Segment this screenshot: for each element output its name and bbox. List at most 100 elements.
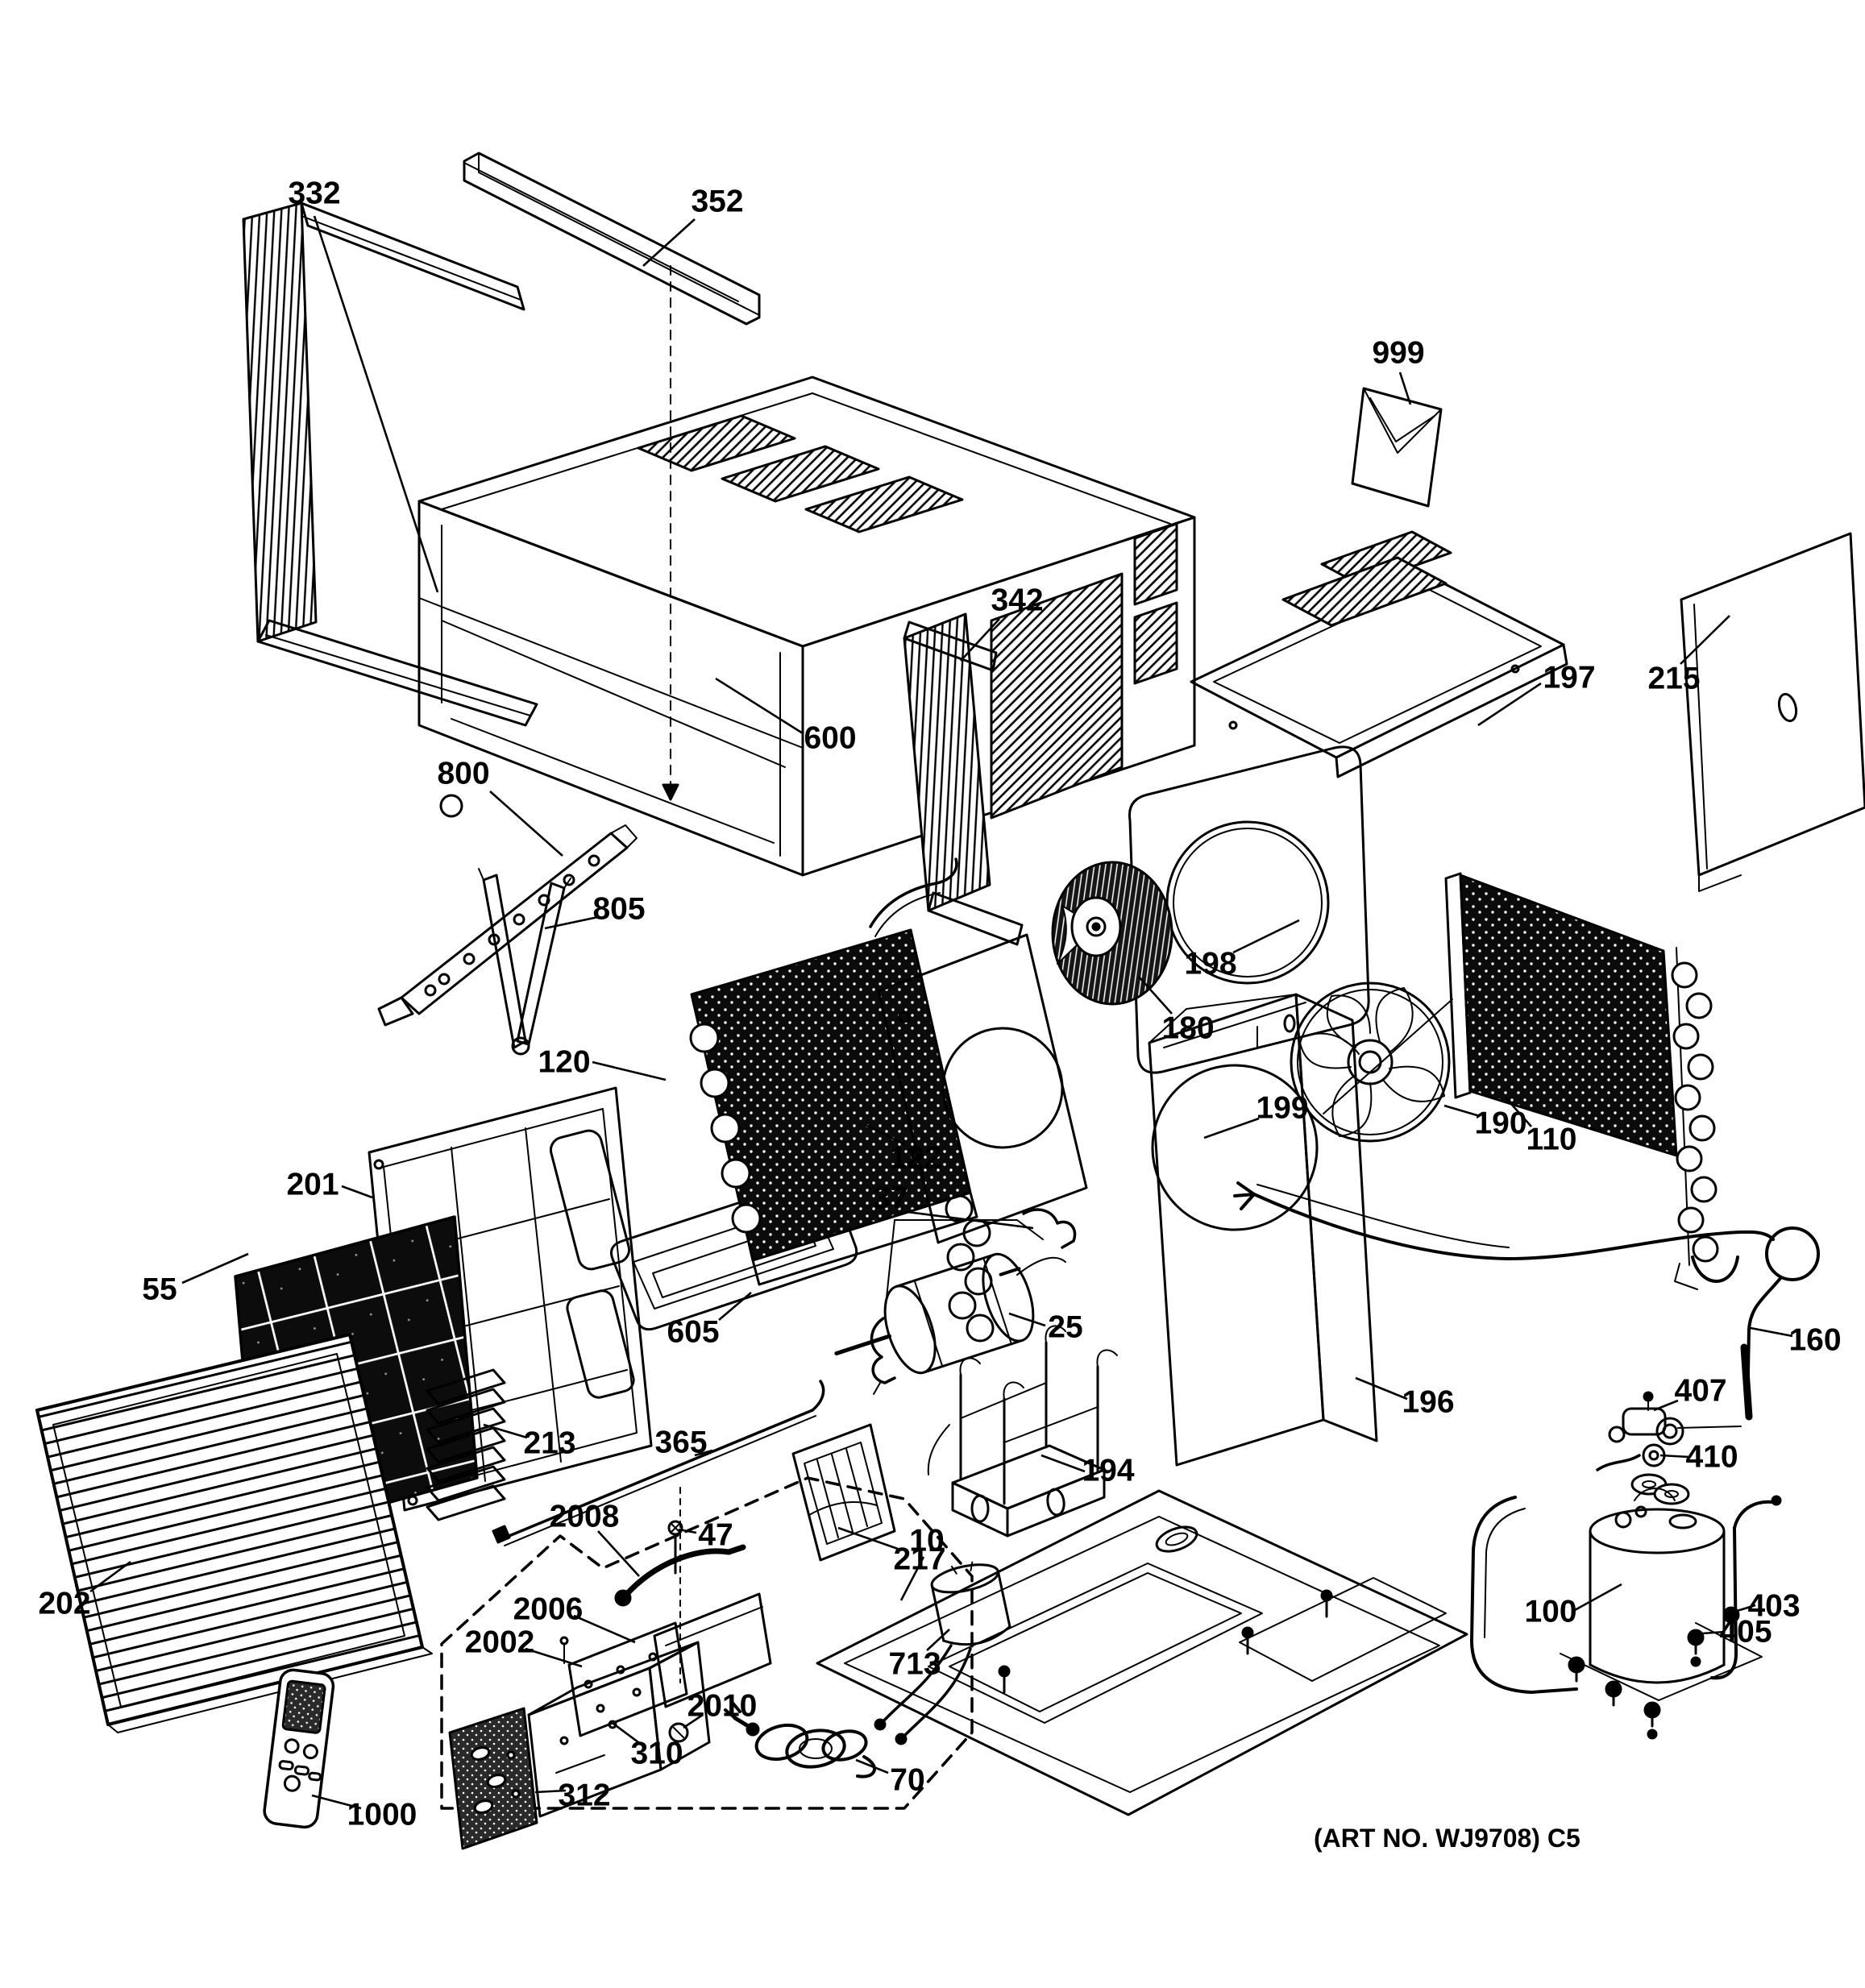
thermostat-wire-part [1233,1181,1820,1421]
cabinet-part [417,265,1196,877]
fan-shroud-part [1148,993,1378,1467]
leader-line-342 [960,618,1000,662]
part-label-197: 197 [1543,661,1595,695]
part-label-805: 805 [592,892,645,927]
leader-line-2010 [683,1713,704,1729]
part-label-215: 215 [1647,662,1700,696]
part-label-713: 713 [888,1647,941,1682]
condenser-coil-part [1444,872,1739,1290]
leader-line-403 [1734,1604,1756,1613]
leader-line-196 [1355,1376,1408,1401]
motor-clamps-part [870,1208,1077,1395]
part-label-213: 213 [523,1426,575,1461]
part-label-403: 403 [1747,1589,1800,1624]
leader-line-800 [489,791,563,857]
top-cover-part [1190,530,1568,778]
part-label-999: 999 [1372,336,1424,371]
part-label-120: 120 [538,1045,590,1080]
keypad-overlay-part [448,1707,538,1850]
leader-line-365 [694,1449,713,1457]
leader-line-10 [899,1556,925,1601]
leader-line-122 [865,1123,905,1146]
support-bracket-part [377,824,638,1027]
support-brace-part [478,868,571,1056]
part-label-2008: 2008 [550,1500,620,1534]
leader-line-2002 [525,1647,583,1668]
part-label-405: 405 [1719,1615,1772,1650]
leader-line-215 [1680,615,1730,665]
bushing-part [668,1722,689,1743]
part-label-201: 201 [286,1168,339,1202]
blower-housing-part [1128,745,1370,1074]
leader-line-1000 [311,1794,362,1810]
leader-line-180 [1138,976,1173,1015]
part-label-37: 37 [873,1181,908,1216]
leader-line-70 [855,1758,889,1774]
part-label-110: 110 [1526,1123,1577,1157]
leader-line-198 [1232,919,1300,954]
part-label-1000: 1000 [347,1798,417,1832]
leader-line-47 [678,1528,697,1534]
part-label-2010: 2010 [687,1689,758,1724]
power-cord-part [724,1700,876,1778]
part-label-25: 25 [1048,1310,1082,1345]
leader-line-120 [592,1060,667,1081]
part-label-365: 365 [654,1426,707,1460]
part-label-217: 217 [893,1542,945,1577]
leader-line-194 [1040,1454,1086,1473]
remote-control-part [263,1668,335,1829]
leader-line-190 [1443,1104,1481,1118]
artwork-layer [35,151,1865,1850]
leader-line-713 [926,1629,950,1651]
part-label-800: 800 [437,757,489,791]
part-label-2006: 2006 [513,1592,584,1627]
curtain-panel-part [903,612,1024,946]
base-pan-part [816,1489,1468,1816]
leader-line-160 [1750,1326,1793,1338]
part-label-160: 160 [1788,1323,1841,1358]
leader-line-197 [1477,682,1542,727]
front-grille-part [35,1333,433,1733]
leader-line-202 [89,1560,131,1593]
part-label-605: 605 [667,1315,719,1350]
leader-line-25 [1008,1312,1046,1327]
leader-line-110 [1505,1097,1532,1127]
part-label-600: 600 [804,721,856,756]
motor-bracket-part [927,1325,1118,1538]
part-label-199: 199 [1256,1091,1308,1126]
leader-line-55 [181,1252,249,1285]
vent-frame-part [791,1423,896,1562]
part-label-312: 312 [558,1778,610,1813]
part-label-196: 196 [1402,1385,1454,1420]
valve-part [1608,1391,1742,1446]
part-label-47: 47 [698,1518,733,1553]
part-label-100: 100 [1524,1595,1576,1629]
part-label-352: 352 [691,185,743,219]
leader-line-605 [718,1292,752,1321]
leader-line-201 [341,1185,373,1199]
screw-part [667,1487,683,1683]
control-board-part [559,1621,688,1737]
art-number: (ART NO. WJ9708) C5 [1314,1824,1580,1853]
part-label-180: 180 [1161,1011,1214,1046]
part-label-198: 198 [1184,947,1236,982]
blower-wheel-part [1051,861,1173,1006]
thermistor-wire-part [492,1380,825,1546]
leader-line-405 [1701,1630,1726,1635]
leader-line-2006 [573,1614,636,1644]
part-label-342: 342 [991,583,1043,618]
leader-line-352 [642,218,696,267]
fan-motor-part [834,1252,1066,1375]
part-label-2002: 2002 [465,1625,535,1660]
leader-line-213 [483,1423,528,1439]
part-label-202: 202 [38,1587,90,1621]
leader-line-410 [1659,1454,1690,1459]
part-label-55: 55 [142,1272,177,1307]
compressor-part [1470,1488,1782,1740]
leader-line-217 [837,1526,899,1550]
part-label-194: 194 [1082,1454,1134,1488]
leader-line-999 [1398,371,1412,405]
leader-line-2008 [597,1530,640,1577]
